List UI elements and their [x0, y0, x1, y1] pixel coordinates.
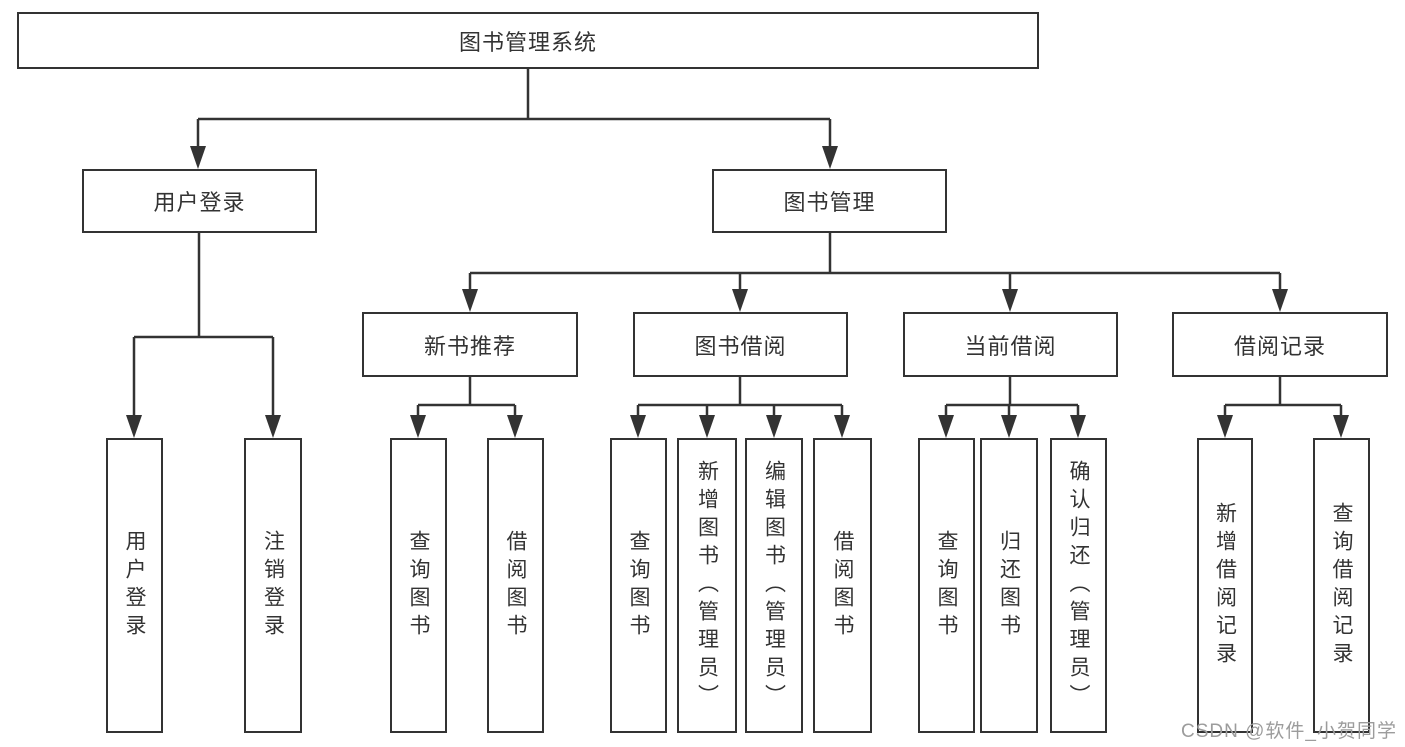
leaf-confirm-return-admin: 确认归还（管理员）	[1050, 438, 1107, 733]
node-borrowing-records: 借阅记录	[1172, 312, 1388, 377]
node-book-borrowing: 图书借阅	[633, 312, 848, 377]
node-current-borrowing: 当前借阅	[903, 312, 1118, 377]
leaf-user-login: 用户登录	[106, 438, 163, 733]
node-user-login: 用户登录	[82, 169, 317, 233]
leaf-edit-book-admin: 编辑图书（管理员）	[745, 438, 803, 733]
leaf-add-book-admin: 新增图书（管理员）	[677, 438, 737, 733]
node-book-management: 图书管理	[712, 169, 947, 233]
leaf-borrow-books-recommend: 借阅图书	[487, 438, 544, 733]
leaf-return-books: 归还图书	[980, 438, 1038, 733]
node-new-book-recommend: 新书推荐	[362, 312, 578, 377]
leaf-logout: 注销登录	[244, 438, 302, 733]
leaf-add-borrow-record: 新增借阅记录	[1197, 438, 1253, 733]
leaf-query-books-current: 查询图书	[918, 438, 975, 733]
leaf-query-books-recommend: 查询图书	[390, 438, 447, 733]
node-library-management-system: 图书管理系统	[17, 12, 1039, 69]
csdn-watermark: CSDN @软件_小贺同学	[1181, 721, 1397, 742]
leaf-query-books-borrowing: 查询图书	[610, 438, 667, 733]
leaf-query-borrow-record: 查询借阅记录	[1313, 438, 1370, 733]
leaf-borrow-books-borrowing: 借阅图书	[813, 438, 872, 733]
